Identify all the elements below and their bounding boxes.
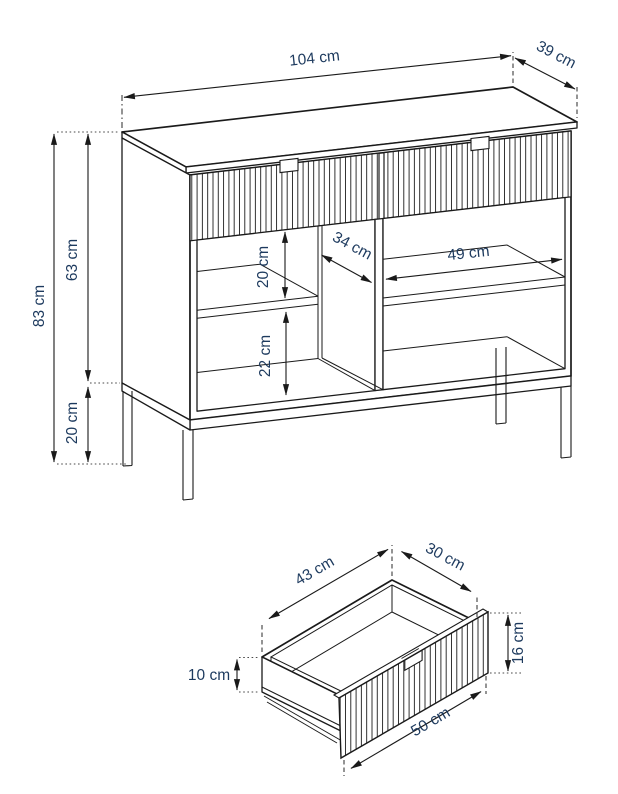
- dim-cabinet-leg-height: 20 cm: [64, 386, 92, 463]
- dim-cabinet-depth-label: 39 cm: [533, 38, 578, 73]
- drawer-figure: 43 cm 30 cm 16 cm 10 cm 50 cm: [188, 540, 527, 776]
- dim-drawer-inner-height: 10 cm: [188, 657, 260, 693]
- cabinet-leg-back-right: [495, 347, 507, 425]
- dim-drawer-front-height: 16 cm: [490, 612, 527, 674]
- dim-cabinet-width-label: 104 cm: [288, 47, 340, 69]
- dim-cabinet-height-body-label: 63 cm: [64, 239, 81, 281]
- dim-cabinet-shelf-width: 49 cm: [385, 243, 563, 282]
- cabinet-leg-front-right: [560, 386, 572, 459]
- cabinet-base-frame: [121, 375, 572, 431]
- drawer-box: [261, 579, 478, 744]
- cabinet-leg-back-left: [122, 391, 133, 467]
- dim-cabinet-width: 104 cm: [121, 47, 514, 128]
- dim-cabinet-gap-lower: 22 cm: [257, 311, 290, 396]
- drawer-handle: [401, 648, 423, 672]
- dim-cabinet-height-total: 83 cm: [31, 131, 127, 465]
- dim-drawer-inner-width-label: 43 cm: [292, 553, 337, 589]
- cabinet-handle-right: [470, 135, 490, 152]
- dim-cabinet-gap-upper-label: 20 cm: [255, 246, 272, 288]
- dim-cabinet-height-total-label: 83 cm: [31, 285, 48, 327]
- dim-cabinet-shelf-width-label: 49 cm: [447, 243, 491, 264]
- cabinet-center-partition: [374, 217, 384, 392]
- dim-cabinet-height-body: 63 cm: [64, 133, 120, 384]
- cabinet-interior-left: [196, 225, 384, 392]
- cabinet-figure: 104 cm 39 cm 83 cm 63 cm 20 cm: [31, 38, 579, 501]
- cabinet-leg-front-left: [182, 430, 194, 501]
- dim-drawer-inner-depth-label: 30 cm: [422, 540, 467, 575]
- dim-cabinet-gap-lower-label: 22 cm: [257, 335, 274, 377]
- cabinet-opening-right: [382, 196, 566, 391]
- dim-drawer-front-height-label: 16 cm: [510, 622, 527, 664]
- dim-drawer-inner-height-label: 10 cm: [188, 667, 230, 684]
- dim-cabinet-gap-upper: 20 cm: [255, 231, 289, 299]
- cabinet-drawer-front-right: [383, 130, 572, 220]
- dim-cabinet-leg-height-label: 20 cm: [64, 402, 81, 444]
- cabinet-handle-left: [279, 157, 299, 174]
